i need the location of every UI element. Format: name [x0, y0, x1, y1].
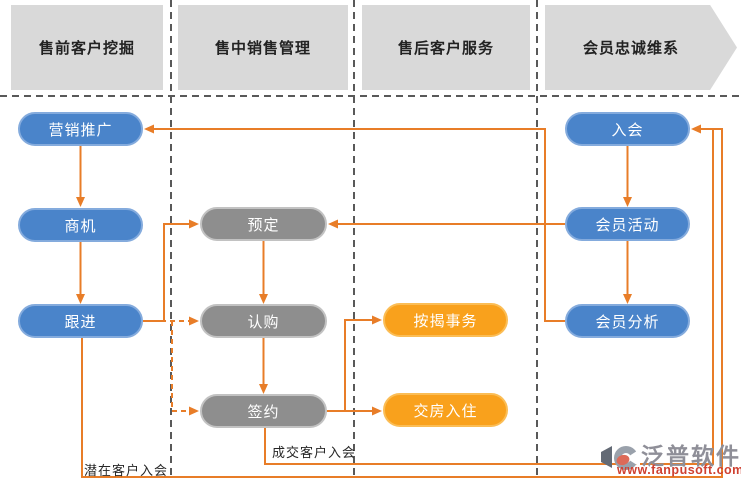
node-opportunity: 商机 — [18, 208, 143, 242]
label-deal-customer-join: 成交客户入会 — [272, 445, 357, 460]
node-subscribe: 认购 — [200, 304, 327, 338]
node-sign-contract: 签约 — [200, 394, 327, 428]
lane-header-midsales: 售中销售管理 — [178, 5, 348, 90]
edge-sign-to-join — [264, 130, 714, 465]
label-potential-customer-join: 潜在客户入会 — [84, 463, 169, 478]
node-mortgage: 按揭事务 — [383, 303, 508, 337]
edge-followup-to-join — [81, 124, 723, 478]
node-member-analysis: 会员分析 — [565, 304, 690, 338]
edge-sign-to-mortgage — [344, 315, 382, 411]
lane-header-aftersales: 售后客户服务 — [362, 5, 530, 90]
fanpu-brand-name: 泛普软件 — [641, 443, 741, 469]
fanpu-logo-icon — [601, 446, 640, 470]
node-follow-up: 跟进 — [18, 304, 143, 338]
node-member-activity: 会员活动 — [565, 207, 690, 241]
fanpu-website-url: www.fanpusoft.com — [617, 463, 741, 477]
edge-analysis-to-marketing — [144, 124, 565, 322]
edge-followup-to-sign-dashed — [171, 321, 199, 416]
flow-connectors — [76, 124, 723, 478]
node-marketing-promo: 营销推广 — [18, 112, 143, 146]
node-reserve: 预定 — [200, 207, 327, 241]
lane-header-loyalty: 会员忠诚维系 — [545, 5, 737, 90]
node-move-in: 交房入住 — [383, 393, 508, 427]
edge-followup-to-reserve — [143, 219, 199, 322]
node-join-membership: 入会 — [565, 112, 690, 146]
dashed-connectors — [143, 316, 199, 416]
lane-header-presales: 售前客户挖掘 — [11, 5, 163, 90]
